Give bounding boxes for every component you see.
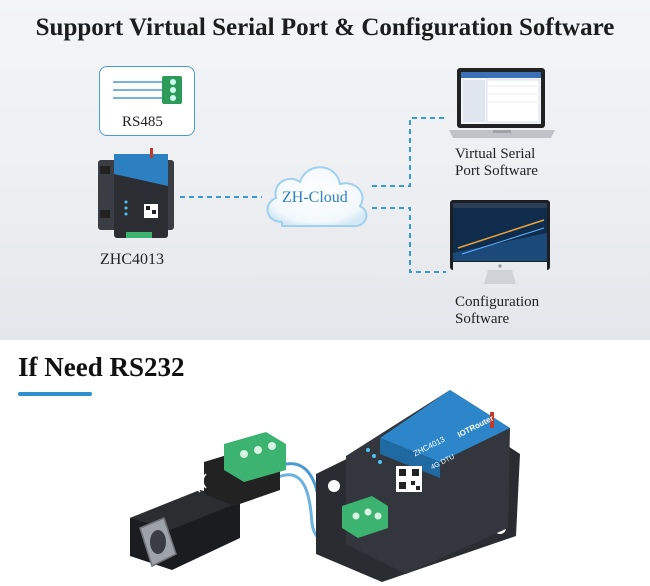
rs485-connector-icon [113,76,182,104]
rs232-adapter-with-dtu-image [130,390,520,582]
desktop-label-line1: Configuration [455,294,540,310]
section-title: If Need RS232 [18,352,185,382]
page-title: Support Virtual Serial Port & Configurat… [35,14,615,41]
cloud-icon [266,166,368,228]
cloud-label: ZH-Cloud [282,189,348,206]
desktop-label-line2: Software [455,311,510,327]
dtu-device-image [98,148,174,238]
device-label: ZHC4013 [100,251,164,268]
connection-lines [180,117,446,273]
desktop-monitor-image [450,200,550,284]
rs485-label: RS485 [122,114,163,130]
section-title-underline [18,392,92,396]
laptop-label-line2: Port Software [455,163,538,179]
laptop-image [449,68,555,138]
laptop-label-line1: Virtual Serial [455,146,536,162]
